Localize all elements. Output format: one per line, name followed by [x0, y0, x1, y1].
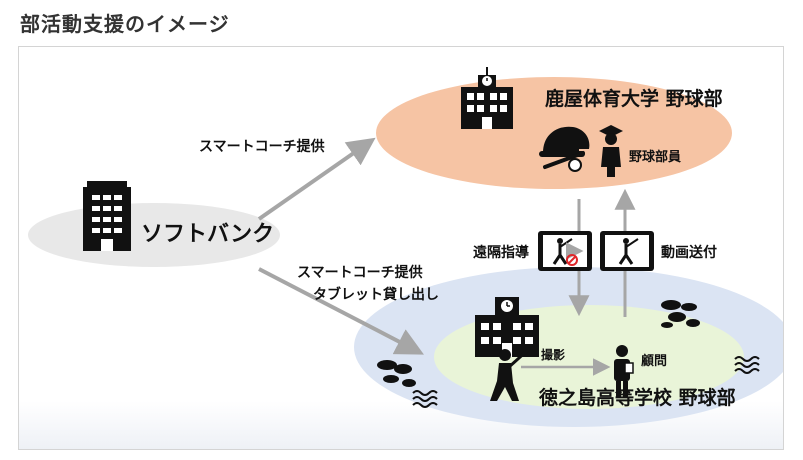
edge-label-to-highschool-line1: スマートコーチ提供 — [297, 264, 423, 281]
student-icon — [599, 125, 623, 177]
university-building-icon — [461, 67, 513, 129]
teacher-icon — [614, 345, 634, 397]
university-label: 鹿屋体育大学 野球部 — [545, 87, 723, 110]
waves-icon — [412, 390, 438, 408]
edge-label-remote-coaching: 遠隔指導 — [473, 244, 529, 261]
stones-icon — [377, 360, 416, 387]
edge-label-to-university: スマートコーチ提供 — [199, 138, 325, 155]
edge-label-filming: 撮影 — [541, 347, 565, 362]
batter-icon — [490, 347, 531, 401]
coach-label: 顧問 — [641, 353, 667, 369]
arrow-to-highschool — [258, 267, 424, 355]
diagram-frame: ソフトバンク 鹿屋体育大学 野球部 野球部員 徳之島高等学校 野球部 顧問 スマ… — [18, 46, 784, 450]
stones-icon — [661, 300, 700, 328]
university-member-label: 野球部員 — [629, 149, 681, 165]
softbank-label: ソフトバンク — [141, 222, 274, 247]
highschool-label: 徳之島高等学校 野球部 — [538, 386, 736, 409]
baseball-helmet-icon — [539, 126, 590, 172]
building-icon — [83, 181, 131, 251]
waves-icon — [734, 356, 760, 374]
tablet-icon — [538, 231, 592, 271]
page-title: 部活動支援のイメージ — [20, 12, 230, 36]
tablet-icon — [600, 231, 654, 271]
arrow-to-university — [257, 137, 376, 221]
diagram-canvas: ソフトバンク 鹿屋体育大学 野球部 野球部員 徳之島高等学校 野球部 顧問 スマ… — [28, 67, 783, 427]
edge-label-to-highschool-line2: タブレット貸し出し — [313, 286, 439, 303]
edge-label-video-send: 動画送付 — [661, 244, 717, 261]
